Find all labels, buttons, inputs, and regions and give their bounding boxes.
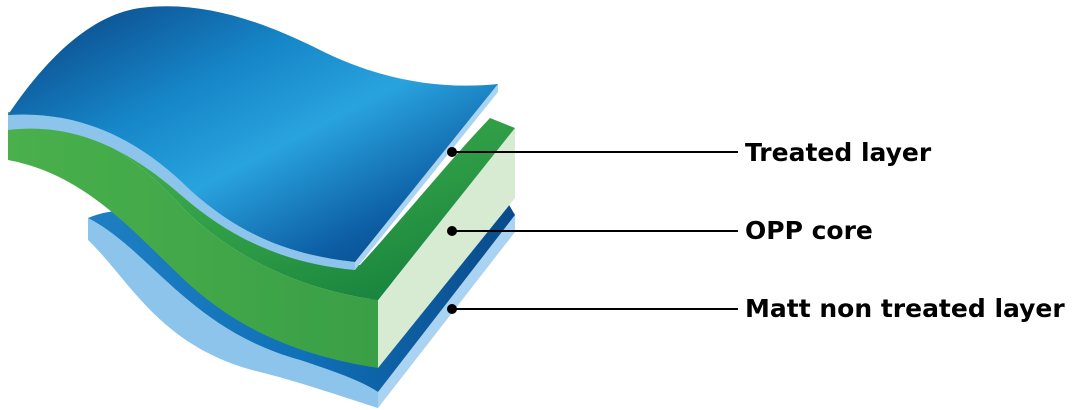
opp-core-label: OPP core — [745, 216, 873, 245]
matt-non-treated-layer-label: Matt non treated layer — [745, 294, 1065, 323]
callout-matt — [447, 304, 738, 314]
treated-layer-label: Treated layer — [745, 138, 932, 167]
callout-treated — [447, 147, 738, 157]
callout-dot-core — [447, 226, 457, 236]
treated-layer-shape — [8, 6, 498, 271]
callout-dot-matt — [447, 304, 457, 314]
callout-dot-treated — [447, 147, 457, 157]
callout-core — [447, 226, 738, 236]
